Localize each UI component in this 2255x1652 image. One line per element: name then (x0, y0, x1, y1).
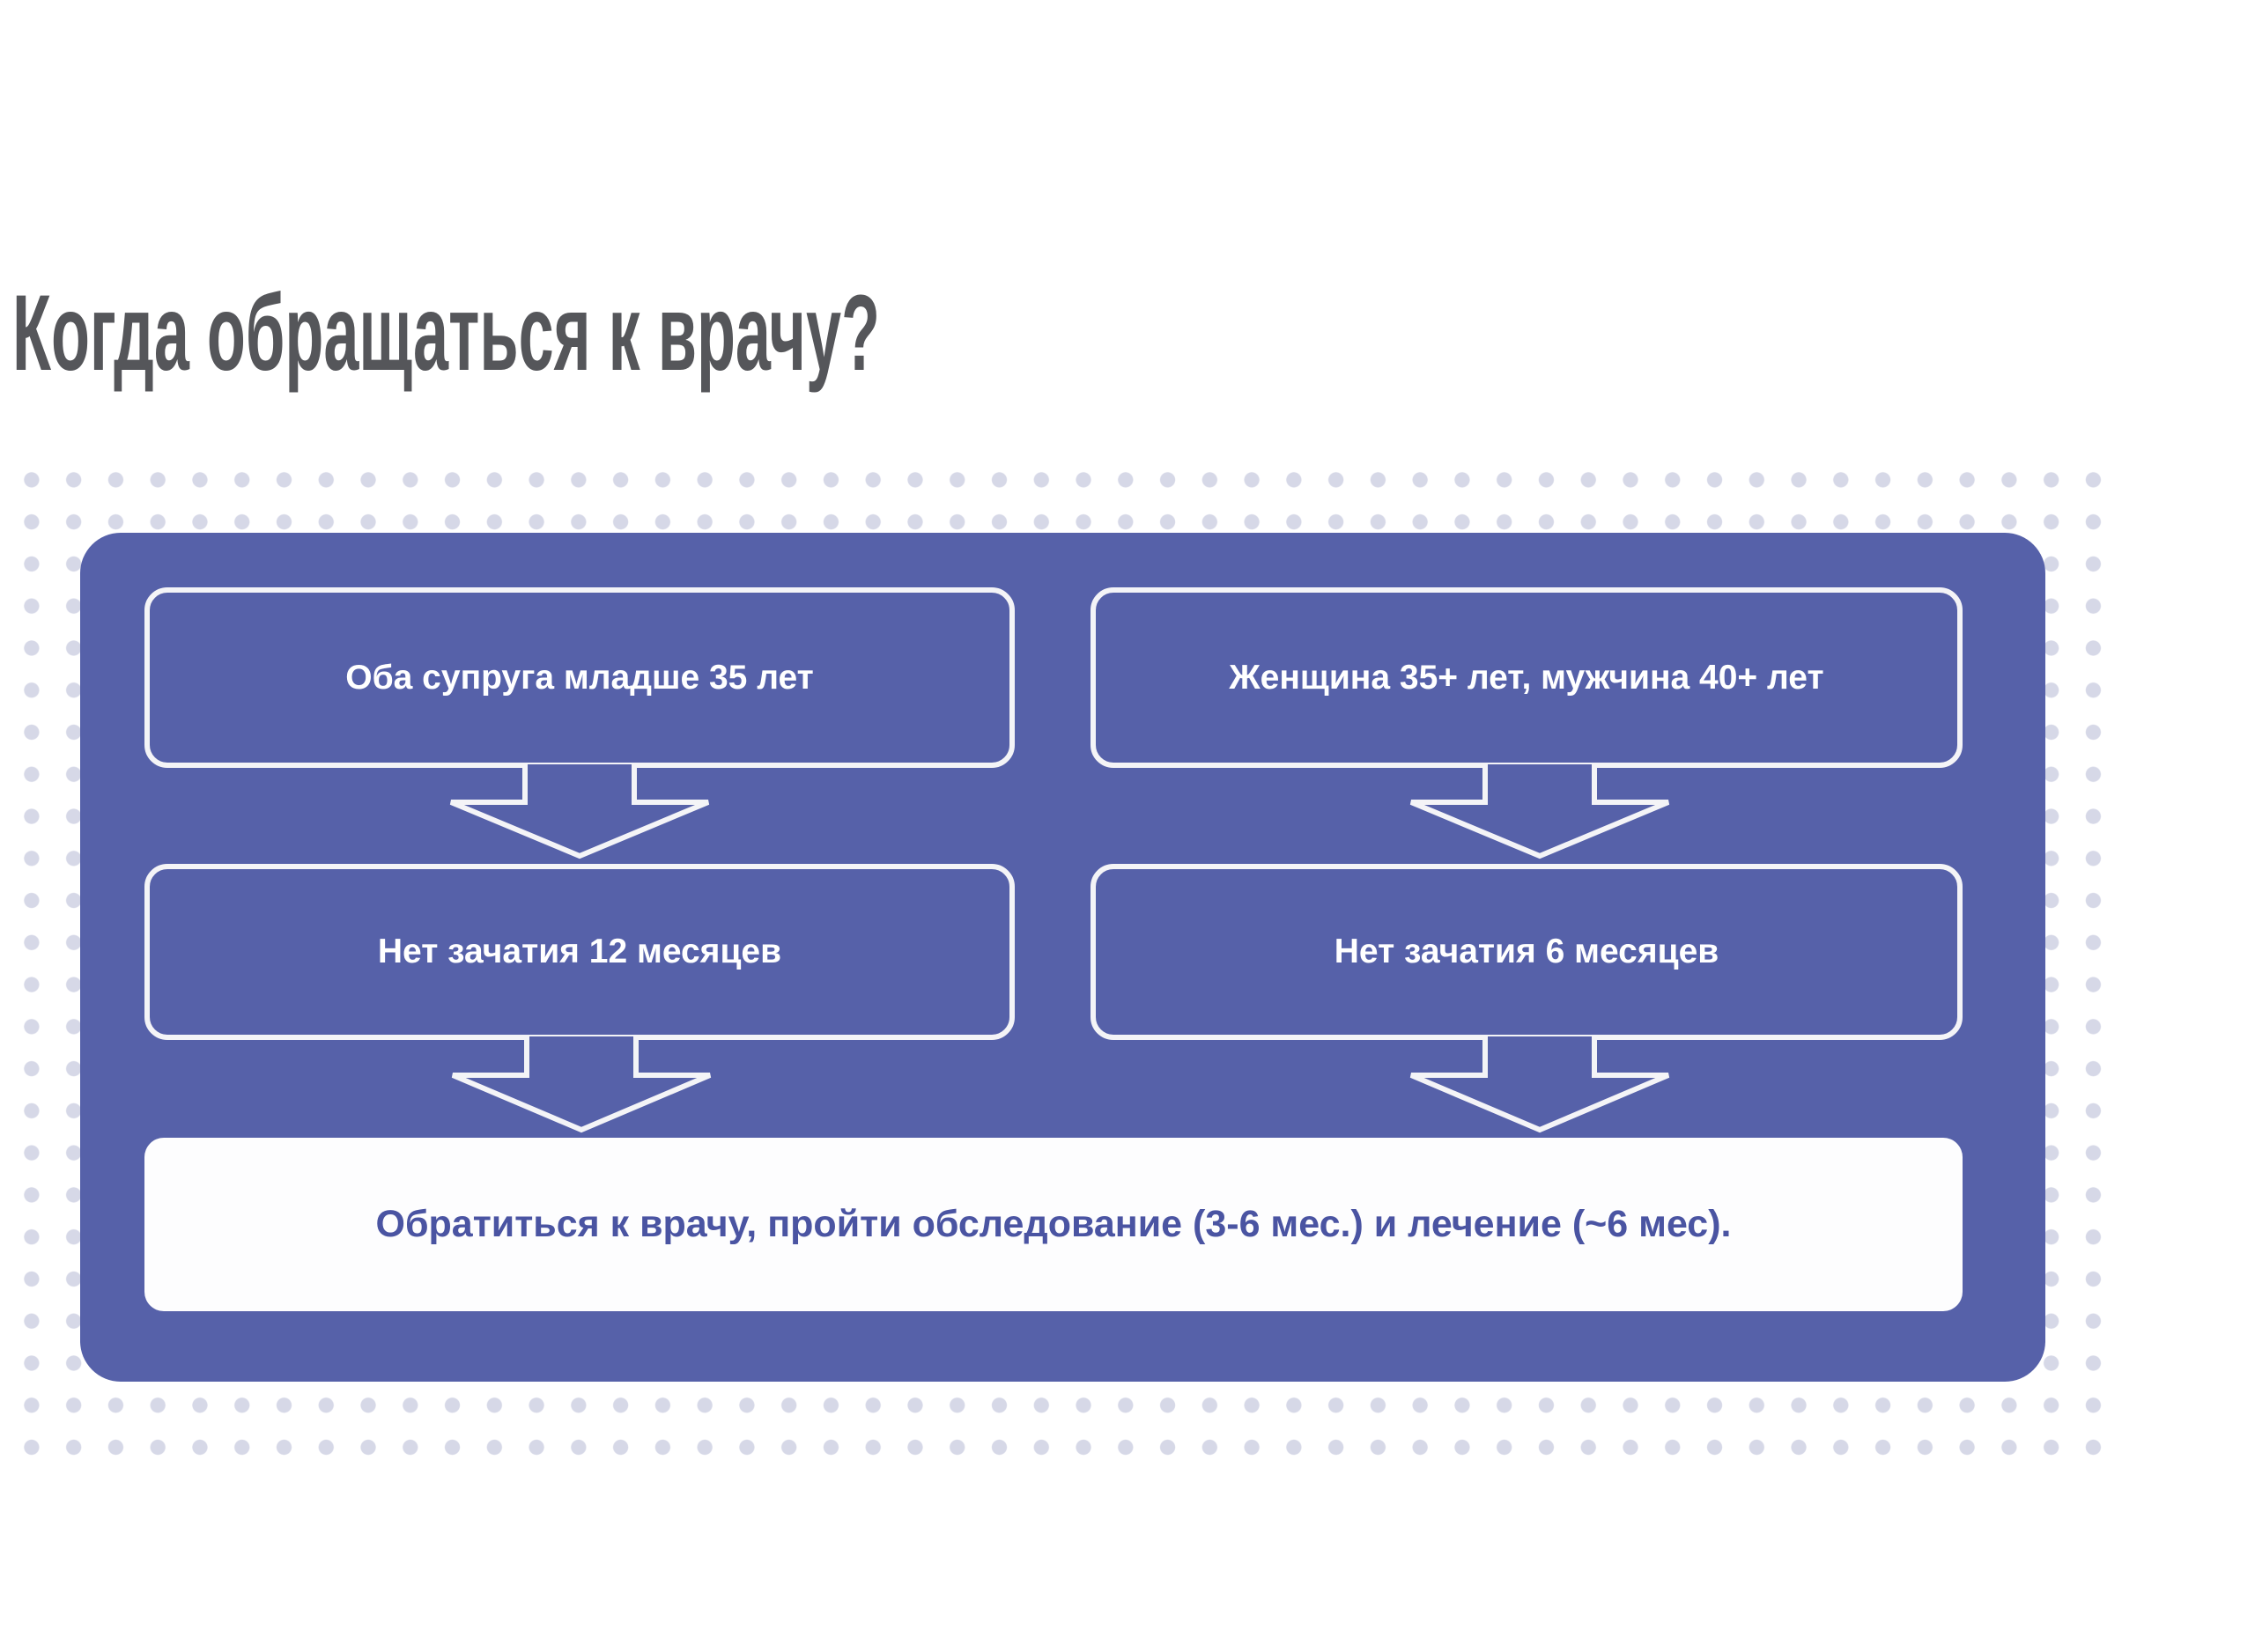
flowchart-box-label: Нет зачатия 12 месяцев (377, 933, 782, 970)
flowchart-result-box: Обратиться к врачу, пройти обследование … (144, 1138, 1963, 1311)
down-arrow-icon (451, 1036, 712, 1133)
flowchart-result-label: Обратиться к врачу, пройти обследование … (375, 1203, 1732, 1245)
flowchart-box-no-conception-12-months: Нет зачатия 12 месяцев (144, 864, 1015, 1040)
flowchart-box-woman-35-man-40: Женщина 35+ лет, мужчина 40+ лет (1091, 587, 1963, 768)
down-arrow-icon (1409, 1036, 1670, 1133)
down-arrow-icon (1409, 764, 1670, 859)
flowchart-box-label: Оба супруга младше 35 лет (345, 658, 814, 697)
flowchart-box-both-under-35: Оба супруга младше 35 лет (144, 587, 1015, 768)
down-arrow-icon (449, 764, 710, 859)
flowchart-box-label: Нет зачатия 6 месяцев (1334, 933, 1719, 970)
page-title: Когда обращаться к врачу? (12, 274, 881, 395)
flowchart-box-no-conception-6-months: Нет зачатия 6 месяцев (1091, 864, 1963, 1040)
flowchart-box-label: Женщина 35+ лет, мужчина 40+ лет (1229, 658, 1824, 697)
